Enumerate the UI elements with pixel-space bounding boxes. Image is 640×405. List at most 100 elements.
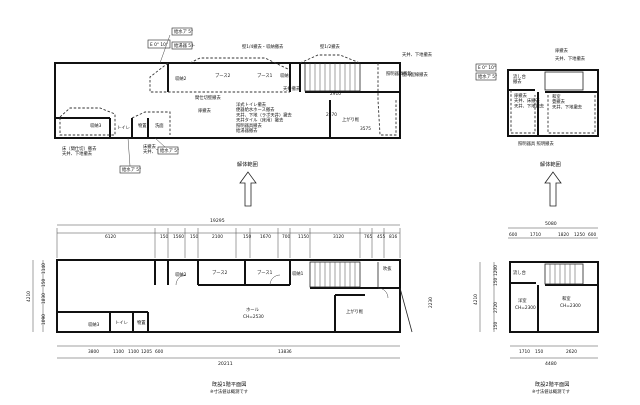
outer-wall bbox=[507, 69, 599, 137]
dim-top-overall: 19295 bbox=[210, 218, 225, 224]
room-label-western: 洋室 bbox=[518, 297, 527, 304]
note-light: 照明器具 照明撤去 bbox=[518, 140, 554, 147]
room-label-western-ch: CH=2300 bbox=[515, 305, 536, 311]
dim-left: 1830 bbox=[41, 293, 47, 304]
dim-top: 600 bbox=[588, 232, 596, 238]
room-label-storage2: 収納2 bbox=[175, 75, 187, 82]
arrow-up-icon bbox=[544, 171, 562, 207]
dim-top: 600 bbox=[509, 232, 517, 238]
room-label-toilet: トイレ bbox=[115, 321, 128, 326]
stair-treads bbox=[314, 262, 356, 287]
room-label-toilet: トイレ bbox=[117, 126, 130, 131]
dim-bottom: 1100 bbox=[113, 349, 124, 355]
room-label-storage1: 収納1 bbox=[292, 270, 304, 277]
dim-top: 1670 bbox=[260, 234, 271, 240]
dim-left: 1200 bbox=[493, 265, 499, 276]
tag-box-label: E 0° 10° bbox=[478, 65, 496, 71]
caption-first-floor: 既設1階平面図 bbox=[212, 380, 246, 388]
dim-bottom: 1100 bbox=[128, 349, 139, 355]
dim-top: 150 bbox=[190, 234, 198, 240]
staircase bbox=[544, 71, 584, 91]
dim-top: 3120 bbox=[333, 234, 344, 240]
top-dimension-row: 6120 150 1560 150 2100 150 1670 700 1150… bbox=[105, 234, 397, 240]
stair-treads bbox=[549, 264, 576, 284]
caption-second-floor: 既設2階平面図 bbox=[535, 380, 569, 388]
dimension-ticks bbox=[56, 228, 401, 258]
demolition-line bbox=[149, 62, 290, 93]
tag-box bbox=[147, 39, 171, 49]
dim-top: 700 bbox=[282, 234, 290, 240]
note-stair-up: 上がり框 bbox=[342, 116, 360, 123]
room-label-stair-up: 上がり框 bbox=[346, 308, 364, 315]
note-stair: 天井撤去 bbox=[283, 85, 301, 92]
dim-top: 150 bbox=[160, 234, 168, 240]
staircase bbox=[304, 62, 361, 92]
room-label-booth1: ブース1 bbox=[257, 72, 273, 79]
room-label-hall: ホール bbox=[246, 307, 260, 313]
note-partition-center: 壁1/4撤去・収納撤去 bbox=[242, 43, 284, 50]
lower-second-floor-plan: 5080 600 1710 1820 1250 600 流し台 洋室 CH=23… bbox=[473, 221, 599, 395]
room-label-hall-ch: CH=2530 bbox=[243, 314, 264, 320]
room-label-japanese-ch: CH=2300 bbox=[560, 303, 581, 309]
room-label-closet: 物置 bbox=[138, 122, 147, 129]
dim-left: 1140 bbox=[41, 263, 47, 274]
room-label-storage2: 収納2 bbox=[175, 271, 187, 278]
room-label-booth2: ブース2 bbox=[212, 269, 228, 276]
dim-top: 150 bbox=[243, 234, 251, 240]
room-label-wash: 洗面 bbox=[155, 122, 164, 129]
dim-bottom: 150 bbox=[535, 349, 543, 355]
note-dim-3575: 3575 bbox=[360, 126, 371, 132]
dim-left: 150 bbox=[493, 278, 499, 286]
dim-bottom: 1710 bbox=[519, 349, 530, 355]
restroom-list-text: 洋式トイレ撤去便器給水ホース撤去天井、下地（ラボ天井）撤去天井タイル（床用）撤去… bbox=[236, 101, 293, 134]
demolition-line bbox=[299, 54, 361, 64]
demolition-label-left: 解体範囲 bbox=[237, 160, 258, 168]
tag-box-label: 給湯器 5ト bbox=[174, 42, 195, 49]
dim-top-overall: 5080 bbox=[545, 221, 557, 227]
tag-box bbox=[475, 72, 497, 81]
demolition-line bbox=[547, 95, 596, 134]
outer-wall bbox=[56, 259, 401, 333]
sub-caption-first-floor: ※寸法値は概測です bbox=[210, 388, 248, 395]
tag-box bbox=[475, 63, 497, 72]
demolition-label-right: 解体範囲 bbox=[540, 160, 561, 168]
arrow-up-icon bbox=[239, 171, 257, 207]
dim-bottom: 1205 bbox=[141, 349, 152, 355]
door-swing bbox=[377, 287, 389, 299]
note-dim-2370: 2370 bbox=[326, 112, 337, 118]
demolition-line bbox=[377, 63, 397, 136]
tag-box bbox=[171, 27, 193, 36]
demolition-line bbox=[189, 57, 291, 71]
dim-top: 1710 bbox=[530, 232, 541, 238]
note-fixture: 照明器具移設 bbox=[386, 70, 412, 77]
dim-left: 1090 bbox=[41, 314, 47, 325]
door-swing bbox=[269, 274, 281, 286]
dim-top: 1250 bbox=[574, 232, 585, 238]
room-label-storage3: 収納3 bbox=[88, 321, 100, 328]
dim-right: 2230 bbox=[428, 297, 434, 308]
note-tag-right: 壁内配線撤去 bbox=[402, 71, 428, 78]
dim-bottom: 600 bbox=[155, 349, 163, 355]
dim-top: 6120 bbox=[105, 234, 116, 240]
room-label-japanese: 和室 bbox=[562, 295, 571, 302]
note-corridor: 間仕切壁撤去 bbox=[195, 94, 221, 101]
tag-box-label: E 0° 10° bbox=[150, 42, 168, 48]
outer-wall bbox=[54, 62, 401, 139]
note-wall: 扉撤去 bbox=[555, 47, 569, 54]
tag-box-label: 給水ア 5° bbox=[160, 147, 179, 154]
lower-first-floor-plan: 19295 6120 150 1560 150 2100 150 1670 70… bbox=[26, 218, 434, 395]
note-partition-wall: 扉撤去 bbox=[198, 107, 212, 114]
upper-first-floor-plan: 収納2 ブース2 ブース1 収納1 トイレ 物置 洗面 収納3 壁1/4撤去・収… bbox=[54, 27, 433, 174]
stair-treads bbox=[309, 63, 356, 91]
room-label-closet: 物置 bbox=[137, 319, 146, 326]
room-label-booth1: ブース1 bbox=[257, 269, 273, 276]
dim-left-overall: 4210 bbox=[473, 294, 479, 305]
dim-top: 1820 bbox=[558, 232, 569, 238]
note-dim-2910: 2910 bbox=[330, 91, 341, 97]
dim-bottom: 2620 bbox=[566, 349, 577, 355]
dim-left: 150 bbox=[493, 322, 499, 330]
dim-left: 150 bbox=[41, 279, 47, 287]
dim-left-overall: 4210 bbox=[26, 291, 32, 302]
outer-wall bbox=[509, 261, 599, 333]
dim-top: 1150 bbox=[298, 234, 309, 240]
